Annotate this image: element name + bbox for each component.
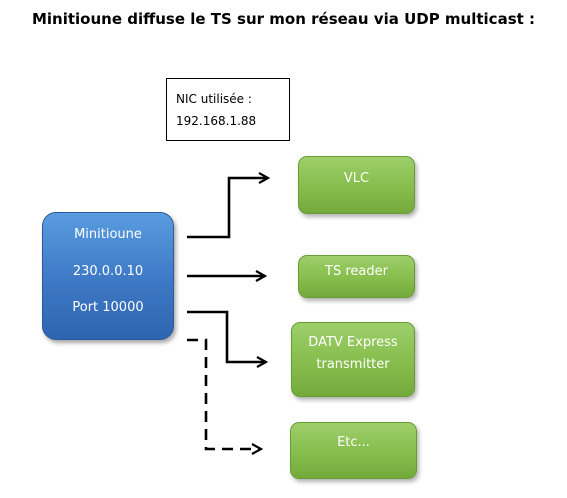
source-address: 230.0.0.10	[72, 264, 144, 279]
target-vlc: VLC	[298, 156, 415, 214]
target-datv-label-line1: DATV Express	[308, 335, 398, 350]
nic-ip: 192.168.1.88	[176, 114, 257, 128]
source-name: Minitioune	[74, 227, 142, 242]
nic-label: NIC utilisée :	[176, 92, 252, 106]
arrow-to-etc	[187, 338, 261, 449]
target-vlc-label: VLC	[343, 171, 370, 186]
arrow-to-datv-express	[187, 310, 266, 362]
arrow-to-vlc	[187, 178, 268, 239]
target-etc: Etc...	[290, 422, 417, 479]
target-ts-reader-label: TS reader	[325, 264, 388, 279]
source-port: Port 10000	[72, 300, 144, 315]
source-minitioune: Minitioune 230.0.0.10 Port 10000	[42, 212, 174, 340]
target-ts-reader: TS reader	[298, 255, 415, 298]
target-etc-label: Etc...	[337, 435, 370, 450]
diagram-title: Minitioune diffuse le TS sur mon réseau …	[31, 10, 536, 28]
target-datv-express: DATV Express transmitter	[291, 322, 415, 397]
target-datv-label-line2: transmitter	[316, 357, 390, 372]
nic-info-box: NIC utilisée : 192.168.1.88	[166, 78, 290, 141]
